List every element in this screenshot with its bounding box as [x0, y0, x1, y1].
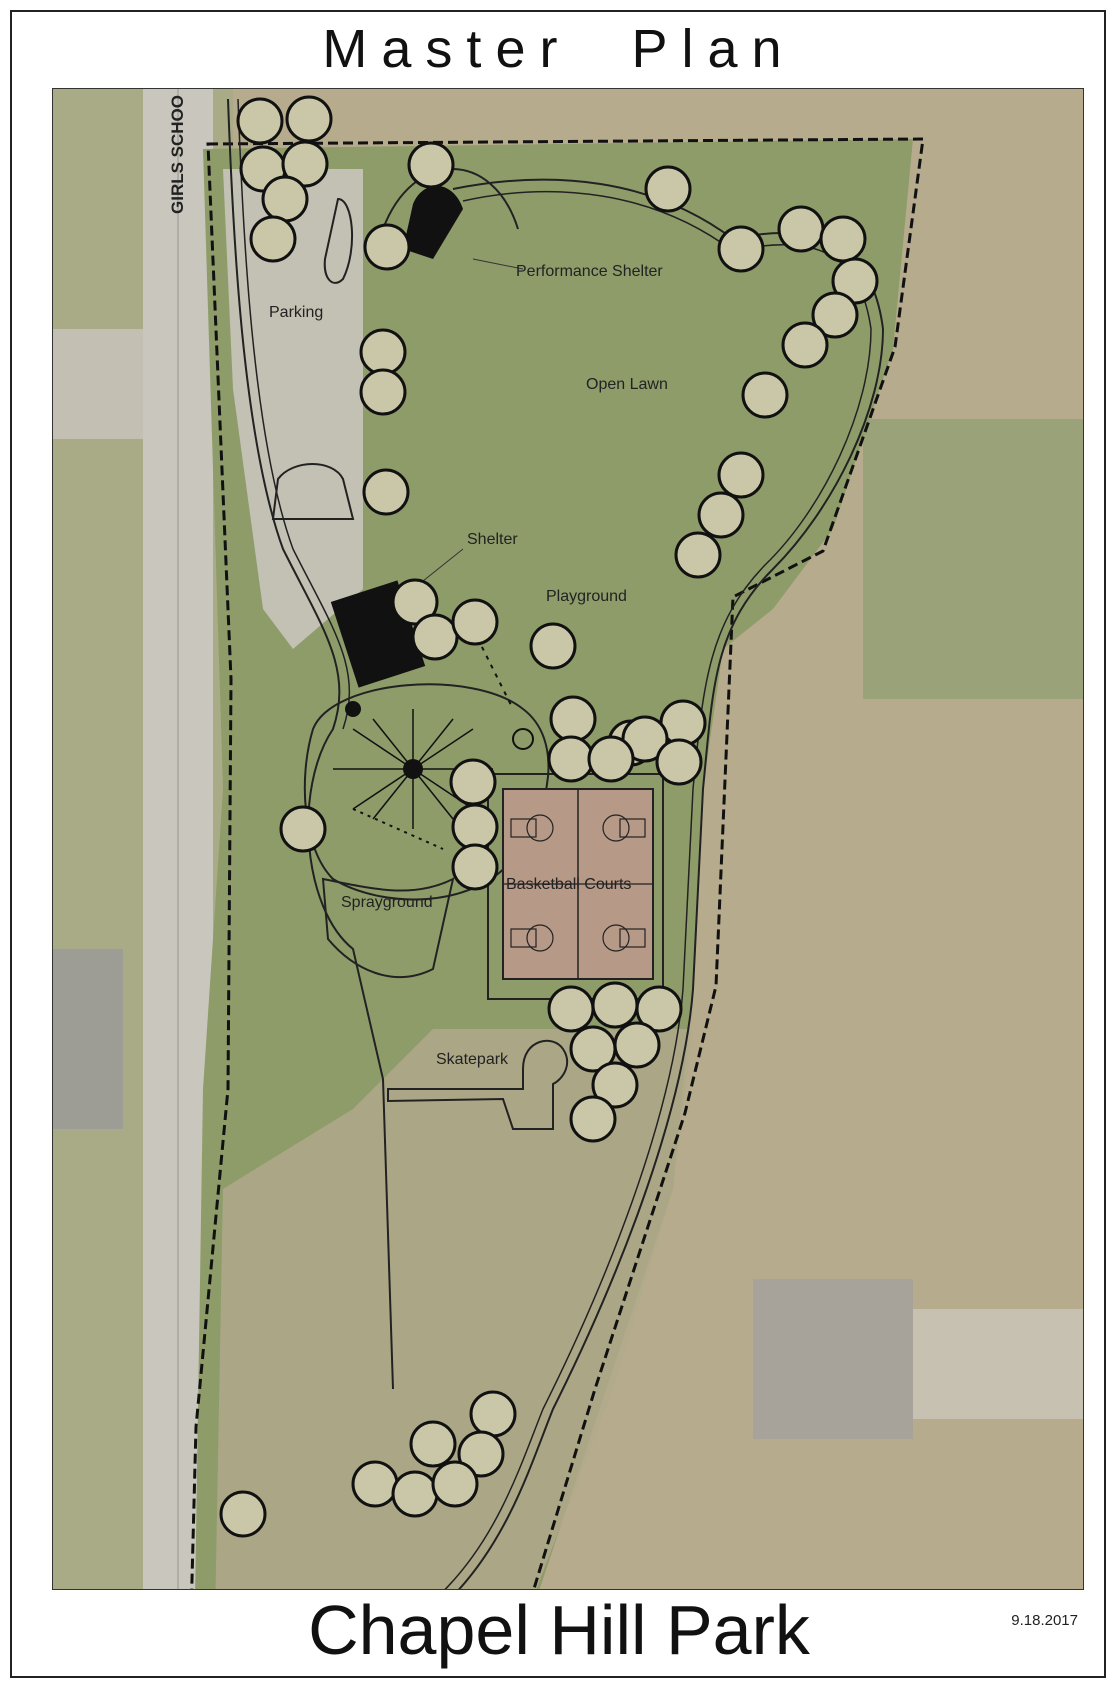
master-plan-title: Master Plan — [0, 18, 1118, 80]
site-plan-map[interactable]: GIRLS SCHOO Performance Shelter Parking … — [52, 88, 1084, 1590]
southern-meadow — [215, 1029, 693, 1589]
plan-date: 9.18.2017 — [1011, 1612, 1078, 1629]
east-lot — [913, 1309, 1083, 1419]
playground-climber — [352, 808, 444, 850]
tree-canopy-group — [219, 95, 879, 1538]
playground-disc — [512, 728, 534, 750]
label-parking: Parking — [269, 304, 323, 321]
playground-spinner — [345, 701, 361, 717]
park-name-title: Chapel Hill Park — [308, 1591, 810, 1669]
label-open-lawn: Open Lawn — [586, 376, 668, 393]
performance-shelter-leader — [472, 258, 524, 270]
label-playground: Playground — [546, 588, 627, 605]
court-keys — [510, 814, 646, 952]
label-skatepark: Skatepark — [436, 1051, 509, 1068]
parking-island — [323, 197, 354, 284]
site-plan-drawing: GIRLS SCHOO Performance Shelter Parking … — [53, 89, 1083, 1589]
sprayground-boundary — [321, 877, 455, 978]
label-performance-shelter: Performance Shelter — [516, 263, 663, 280]
skatepark-outline — [387, 1039, 569, 1130]
playground-net-center — [403, 759, 423, 779]
label-sprayground: Sprayground — [341, 894, 433, 911]
east-trees — [863, 419, 1083, 699]
east-building — [753, 1279, 913, 1439]
road-label: GIRLS SCHOO — [168, 95, 187, 214]
performance-shelter-roof — [403, 185, 463, 259]
label-shelter: Shelter — [467, 531, 518, 548]
property-boundary — [190, 137, 925, 1589]
title-word-master: Master — [322, 19, 572, 79]
label-basketball-courts: Basketball Courts — [506, 876, 631, 893]
parking-turnaround — [271, 463, 355, 520]
west-lot — [53, 949, 123, 1129]
parking-lot-surface — [223, 169, 363, 649]
west-building — [53, 329, 143, 439]
title-word-plan: Plan — [631, 19, 796, 79]
